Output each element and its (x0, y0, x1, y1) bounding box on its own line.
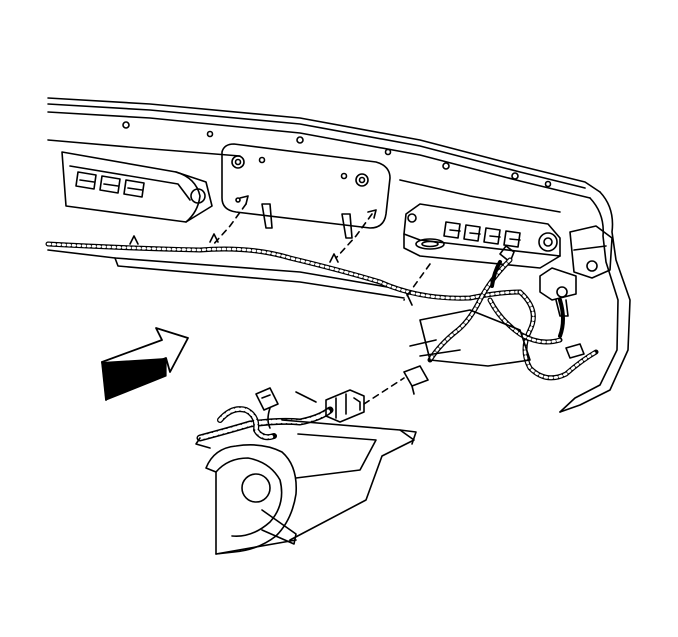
license-plate-bracket (211, 143, 391, 259)
right-fog-lamp (403, 203, 613, 317)
horn (205, 444, 298, 555)
harness-connector (255, 263, 431, 429)
left-fog-lamp (61, 151, 213, 223)
horn-bracket (261, 419, 417, 545)
view-direction-arrow (101, 327, 189, 401)
wiring-harness (45, 241, 599, 449)
